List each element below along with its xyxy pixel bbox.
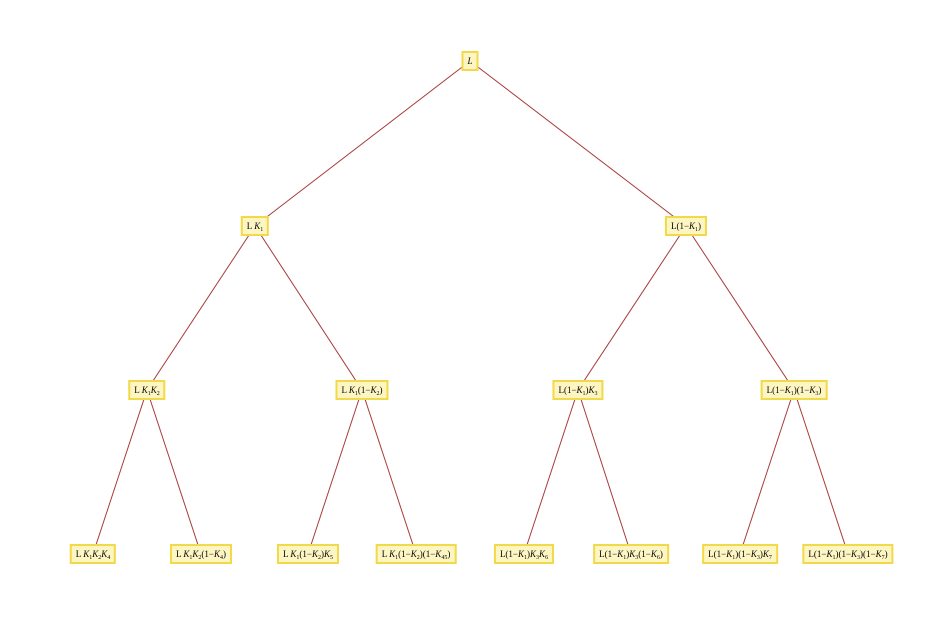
node-1-1-1: L K1K2K4: [69, 544, 117, 564]
node-1-2-2: L K1(1−K2)(1−K45): [375, 544, 457, 564]
node-1-1: L K1K2: [128, 380, 166, 400]
edge-node-1-2-to-node-1-2-1: [307, 389, 363, 555]
edge-node-1-to-node-1-1: [146, 225, 256, 391]
node-1-2: L K1(1−K2): [335, 380, 389, 400]
node-2-2-1: L(1−K1)(1−K3)K7: [702, 544, 778, 564]
edge-node-2-1-to-node-2-1-1: [523, 389, 579, 555]
edge-node-root-to-node-1: [254, 60, 471, 227]
edge-node-1-1-to-node-1-1-1: [92, 389, 148, 555]
edge-node-2-to-node-2-1: [577, 225, 687, 391]
edge-node-root-to-node-2: [469, 60, 687, 227]
node-1-1-2: L K1K2(1−K4): [169, 544, 233, 564]
edge-node-2-2-to-node-2-2-1: [739, 389, 795, 555]
node-root: L: [461, 51, 479, 71]
node-2: L(1−K1): [664, 216, 708, 236]
edge-node-2-2-to-node-2-2-2: [793, 389, 849, 555]
edge-node-1-1-to-node-1-1-2: [146, 389, 202, 555]
node-2-1-1: L(1−K1)K3K6: [493, 544, 555, 564]
node-2-1: L(1−K1)K3: [552, 380, 604, 400]
node-1: L K1: [240, 216, 270, 236]
edge-node-2-1-to-node-2-1-2: [577, 389, 632, 555]
edge-node-1-to-node-1-2: [254, 225, 363, 391]
edge-node-1-2-to-node-1-2-2: [361, 389, 417, 555]
node-2-2: L(1−K1)(1−K3): [760, 380, 828, 400]
node-1-2-1: L K1(1−K2)K5: [276, 544, 340, 564]
node-2-1-2: L(1−K1)K3(1−K6): [593, 544, 669, 564]
node-2-2-2: L(1−K1)(1−K3)(1−K7): [802, 544, 894, 564]
edge-node-2-to-node-2-2: [685, 225, 795, 391]
